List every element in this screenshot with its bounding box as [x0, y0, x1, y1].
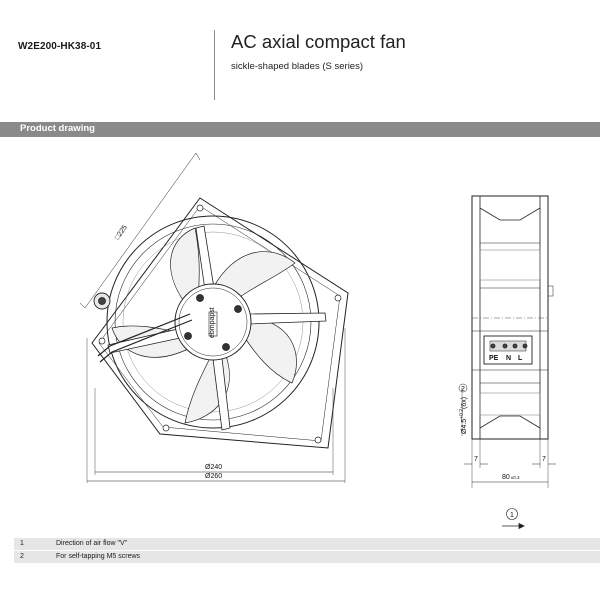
notes-table: 1 Direction of air flow "V" 2 For self-t…	[14, 538, 600, 564]
dim-diagonal-label: □225	[114, 224, 129, 241]
note-row: 1 Direction of air flow "V"	[14, 538, 600, 551]
housing-outline	[91, 197, 349, 449]
terminal-pe: PE	[489, 355, 499, 362]
terminal-n: N	[506, 355, 511, 362]
dim-hole-label: Ø4.5+0.2(6x)	[459, 397, 468, 434]
dim-260-label: Ø260	[205, 473, 222, 480]
airflow-ref-label: 1	[510, 512, 514, 519]
note-number: 1	[20, 540, 24, 547]
note-row: 2 For self-tapping M5 screws	[14, 551, 600, 564]
dim-80-label: 80±0.3	[502, 474, 520, 481]
dim-7-right: 7	[542, 456, 546, 463]
page-title: AC axial compact fan	[231, 31, 406, 52]
section-title: Product drawing	[20, 123, 95, 134]
dim-ref-2: 2	[461, 386, 465, 393]
fan-ring-outer	[106, 215, 320, 429]
dim-7-left: 7	[474, 456, 478, 463]
page-subtitle: sickle-shaped blades (S series)	[231, 61, 364, 72]
model-number: W2E200-HK38-01	[18, 41, 102, 52]
mounting-holes	[98, 204, 342, 444]
airflow-ref-circle	[506, 508, 518, 520]
note-text: For self-tapping M5 screws	[56, 553, 141, 560]
hub-screws	[184, 294, 242, 351]
note-number: 2	[20, 553, 24, 560]
power-cable	[97, 313, 193, 363]
section-header: Product drawing	[0, 122, 600, 137]
side-view	[461, 195, 556, 488]
note-text: Direction of air flow "V"	[56, 540, 128, 547]
product-drawing: □225 Ø240 Ø260 Ø4.5+0.2(6x) 2 7 7 80±0.3…	[79, 152, 556, 530]
header-divider	[214, 30, 215, 100]
fan-ring-inner	[114, 223, 312, 421]
dim-240-label: Ø240	[205, 464, 222, 471]
motor-label: ebmpapst	[209, 307, 216, 338]
terminal-l: L	[518, 355, 523, 362]
housing-inner	[98, 205, 341, 442]
